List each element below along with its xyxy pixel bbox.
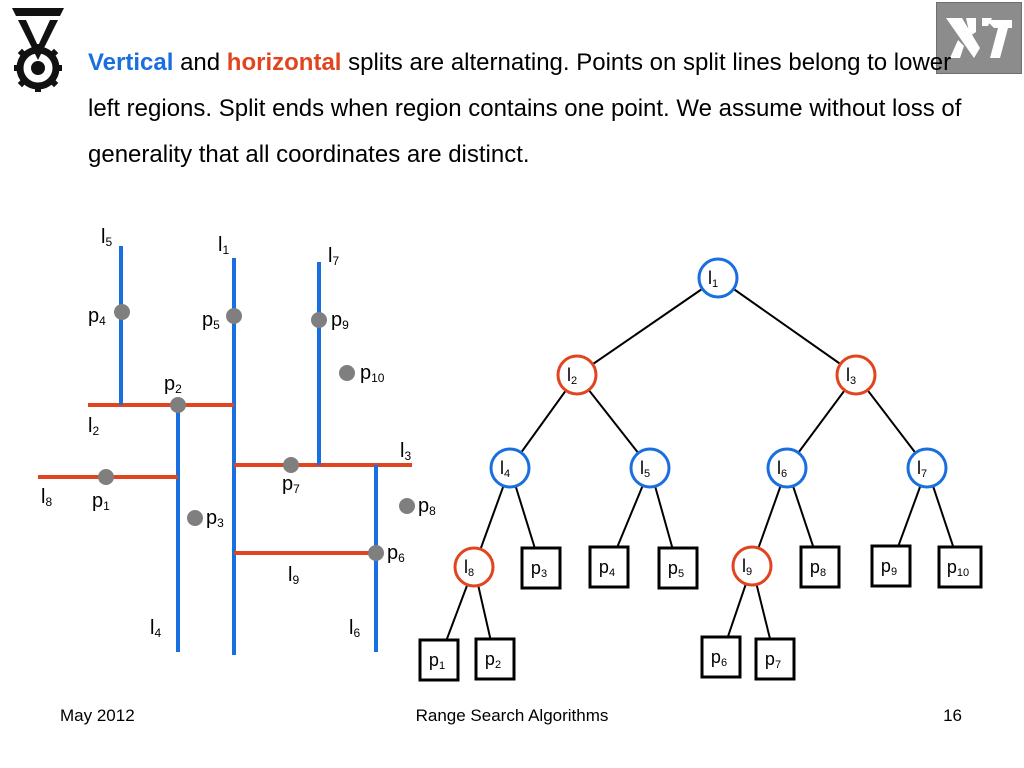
tree-leaf-label-p1: p1 <box>429 650 445 672</box>
tree-node-l6 <box>766 447 808 489</box>
point-p9 <box>311 312 327 328</box>
tree-node-l7 <box>906 447 948 489</box>
tree-leaf-label-p9: p9 <box>881 556 897 578</box>
tree-node-label-l2: l2 <box>567 365 577 387</box>
gear-emblem-icon <box>0 0 76 96</box>
point-p1 <box>98 469 114 485</box>
tree-node-label-l8: l8 <box>464 557 474 579</box>
tree-leaf-label-p6: p6 <box>711 647 727 669</box>
tree-node-label-l9: l9 <box>742 556 752 578</box>
tree-node-label-l3: l3 <box>846 365 856 387</box>
tree-leaf-label-p10: p10 <box>947 557 969 579</box>
point-label-p2: p2 <box>164 373 182 396</box>
split-line-label-l4: l4 <box>150 617 161 640</box>
footer-title: Range Search Algorithms <box>415 706 609 725</box>
point-label-p1: p1 <box>92 490 110 513</box>
tree-leaf-p7 <box>754 637 796 681</box>
point-label-p8: p8 <box>418 495 436 518</box>
tree-leaf-label-p4: p4 <box>599 557 615 579</box>
tree-leaf-p2 <box>474 637 516 681</box>
point-label-p10: p10 <box>360 362 385 385</box>
tree-leaf-p1 <box>418 638 460 682</box>
split-line-label-l7: l7 <box>328 245 339 268</box>
tree-leaf-p4 <box>588 545 630 589</box>
tree-edge-l1-l3 <box>717 277 857 376</box>
tree-node-label-l5: l5 <box>640 458 650 480</box>
point-p5 <box>226 308 242 324</box>
point-label-p9: p9 <box>331 309 349 332</box>
tree-leaf-p3 <box>520 546 562 590</box>
point-label-p7: p7 <box>282 473 300 496</box>
split-line-label-l6: l6 <box>349 617 360 640</box>
plane-points <box>98 304 415 561</box>
point-p3 <box>187 510 203 526</box>
split-line-label-l8: l8 <box>41 486 52 509</box>
tree-node-l9 <box>731 545 773 587</box>
split-line-label-l1: l1 <box>218 234 229 257</box>
split-line-label-l9: l9 <box>288 564 299 587</box>
tree-nodes: l1 l2 l3 l4 l5 l6 l7 l8 l9 p3 p4 p5 p8 p9 p10 p1 p2 p6 p7 <box>418 257 983 682</box>
tree-node-l3 <box>835 354 877 396</box>
logo-left <box>0 0 76 96</box>
split-line-label-l5: l5 <box>101 226 112 249</box>
keyword-vertical: Vertical <box>88 49 174 76</box>
plane-labels: l1 l2 l3 l4 l5 l6 l7 l8 l9 p1 p2 p3 p4 p5 p6 p7 p8 p9 p10 <box>41 226 436 640</box>
tree-node-l8 <box>453 546 495 588</box>
tree-node-label-l7: l7 <box>917 458 927 480</box>
tree-leaf-p10 <box>937 545 983 589</box>
keyword-horizontal: horizontal <box>226 49 342 76</box>
split-line-label-l2: l2 <box>88 415 99 438</box>
point-p8 <box>399 498 415 514</box>
point-p7 <box>283 457 299 473</box>
intro-and: and <box>173 49 227 76</box>
point-p6 <box>368 545 384 561</box>
point-label-p4: p4 <box>88 305 106 328</box>
footer-page-number: 16 <box>943 706 962 725</box>
tree-leaf-label-p5: p5 <box>668 558 684 580</box>
tree-node-label-l4: l4 <box>500 458 510 480</box>
tree-leaf-label-p2: p2 <box>485 649 501 671</box>
tree-leaf-label-p8: p8 <box>810 557 826 579</box>
tree-node-l5 <box>629 447 671 489</box>
tree-leaf-label-p3: p3 <box>531 558 547 580</box>
tree-edge-l1-l2 <box>576 277 719 376</box>
hebrew-letters-icon <box>935 1 1023 75</box>
tree-node-l4 <box>489 447 531 489</box>
tree-node-label-l1: l1 <box>708 268 718 290</box>
footer-date: May 2012 <box>60 706 135 725</box>
tree-leaf-p8 <box>799 545 841 589</box>
logo-right <box>935 1 1023 75</box>
point-label-p6: p6 <box>387 542 405 565</box>
tree-node-l2 <box>556 354 598 396</box>
point-label-p5: p5 <box>202 309 220 332</box>
tree-leaf-p5 <box>657 546 699 590</box>
point-p4 <box>114 304 130 320</box>
point-label-p3: p3 <box>206 507 224 530</box>
tree-leaf-label-p7: p7 <box>765 649 781 671</box>
tree-leaf-p6 <box>700 635 742 679</box>
tree-node-l1 <box>697 257 739 299</box>
split-line-label-l3: l3 <box>400 440 411 463</box>
intro-rest: splits are alternating. Points on split … <box>88 49 962 168</box>
tree-node-label-l6: l6 <box>777 458 787 480</box>
point-p10 <box>339 365 355 381</box>
point-p2 <box>170 397 186 413</box>
tree-leaf-p9 <box>870 544 912 588</box>
intro-paragraph: Vertical and horizontal splits are alter… <box>88 40 988 178</box>
